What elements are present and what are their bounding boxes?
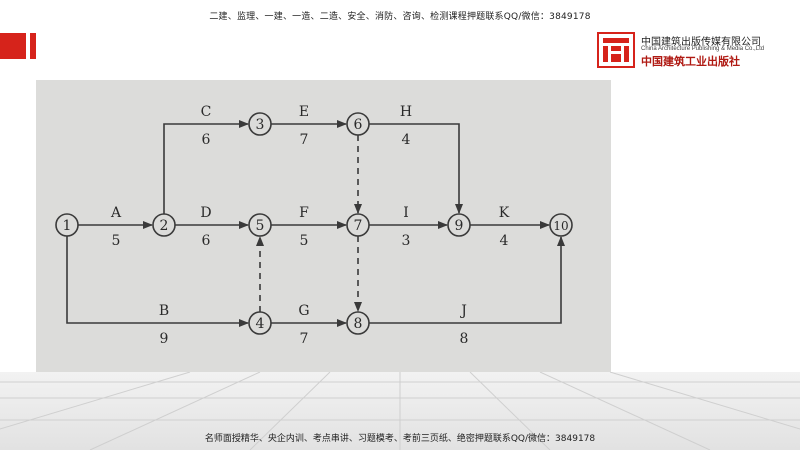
activity-name-e: E — [299, 104, 309, 120]
node-circle — [549, 213, 573, 237]
node-circle — [447, 213, 471, 237]
red-square-mark — [0, 33, 26, 59]
node-5: 5 — [248, 213, 272, 237]
node-circle — [55, 213, 79, 237]
header-banner-text: 二建、监理、一建、一造、二造、安全、消防、咨询、检测课程押题联系QQ/微信：38… — [209, 12, 591, 22]
node-circle — [346, 112, 370, 136]
node-label: 1 — [63, 218, 72, 234]
activity-name-a: A — [110, 205, 122, 221]
footer-banner-text: 名师面授精华、央企内训、考点串讲、习题模考、考前三页纸、绝密押题联系QQ/微信：… — [204, 434, 596, 444]
activity-duration-g: 7 — [300, 331, 309, 347]
activity-name-j: J — [459, 303, 467, 319]
node-circle — [346, 311, 370, 335]
activity-name-k: K — [499, 205, 510, 221]
node-9: 9 — [447, 213, 471, 237]
node-circle — [248, 311, 272, 335]
node-label: 4 — [256, 316, 265, 332]
node-label: 8 — [354, 316, 363, 332]
activity-name-i: I — [403, 205, 409, 221]
activity-name-b: B — [159, 303, 169, 319]
node-8: 8 — [346, 311, 370, 335]
node-circle — [152, 213, 176, 237]
activity-name-f: F — [299, 205, 309, 221]
node-circle — [346, 213, 370, 237]
node-label: 10 — [553, 219, 568, 233]
activity-name-c: C — [201, 104, 212, 120]
node-label: 5 — [256, 218, 265, 234]
activity-arrow-c — [163, 120, 249, 214]
node-10: 10 — [549, 213, 573, 237]
activity-duration-i: 3 — [402, 233, 411, 249]
node-6: 6 — [346, 112, 370, 136]
activity-arrow-j — [369, 236, 565, 324]
node-label: 9 — [455, 218, 464, 234]
node-1: 1 — [55, 213, 79, 237]
node-2: 2 — [152, 213, 176, 237]
activity-duration-d: 6 — [202, 233, 211, 249]
node-label: 3 — [256, 117, 265, 133]
activity-duration-e: 7 — [300, 132, 309, 148]
activity-duration-f: 5 — [300, 233, 309, 249]
activity-arrow-h — [369, 123, 463, 214]
node-7: 7 — [346, 213, 370, 237]
activity-name-d: D — [200, 205, 211, 221]
red-bar-mark — [30, 33, 36, 59]
header-band: 二建、监理、一建、一造、二造、安全、消防、咨询、检测课程押题联系QQ/微信：38… — [0, 0, 800, 30]
node-label: 2 — [160, 218, 169, 234]
node-3: 3 — [248, 112, 272, 136]
floor-grid — [0, 372, 800, 450]
node-label: 7 — [354, 218, 363, 234]
activity-duration-c: 6 — [202, 132, 211, 148]
node-label: 6 — [354, 117, 363, 133]
activity-duration-j: 8 — [460, 331, 469, 347]
publisher-emblem-icon — [597, 32, 635, 68]
activity-duration-b: 9 — [160, 331, 169, 347]
node-circle — [248, 112, 272, 136]
logo-english-name: China Architecture Publishing & Media Co… — [641, 46, 765, 52]
activity-arrow-b — [66, 236, 249, 327]
activity-name-g: G — [298, 303, 309, 319]
logo-calligraphy-name: 中国建筑工业出版社 — [641, 55, 740, 68]
activity-duration-k: 4 — [500, 233, 509, 249]
activity-duration-h: 4 — [402, 132, 411, 148]
activity-duration-a: 5 — [112, 233, 121, 249]
activity-name-h: H — [400, 104, 412, 120]
node-4: 4 — [248, 311, 272, 335]
publisher-logo: 中国建筑出版传媒有限公司 China Architecture Publishi… — [597, 30, 797, 72]
logo-chinese-name: 中国建筑出版传媒有限公司 — [641, 37, 761, 48]
node-circle — [248, 213, 272, 237]
